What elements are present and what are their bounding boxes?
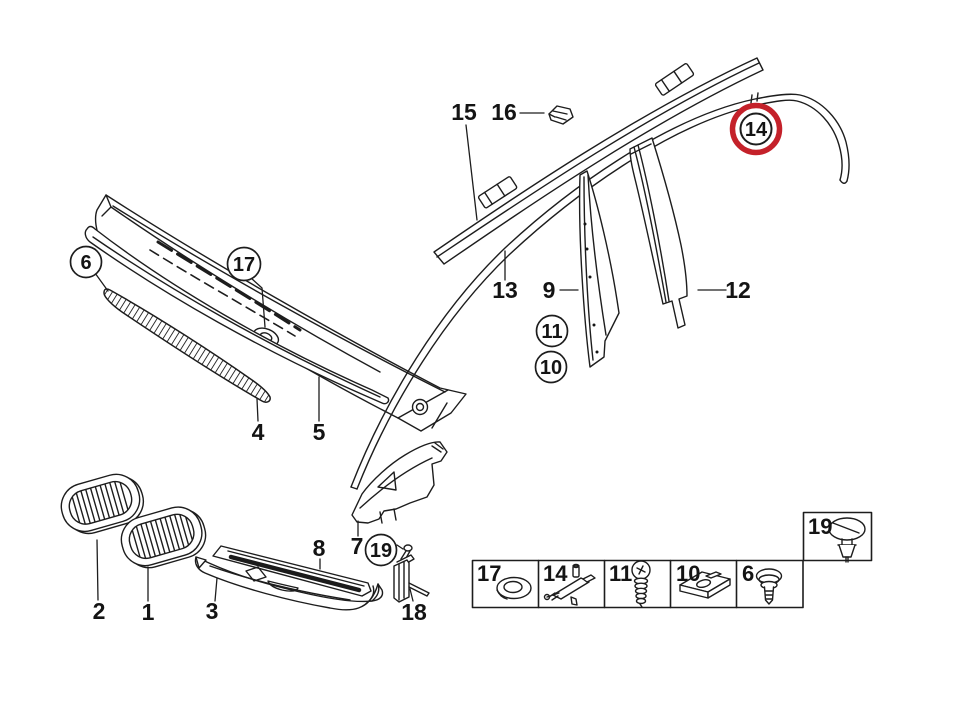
cowl-inner-edge-top <box>112 205 446 393</box>
callout-13[interactable]: 13 <box>492 277 518 303</box>
front-trim-strip-3 <box>194 556 384 611</box>
callout-18[interactable]: 18 <box>401 599 427 625</box>
strip-3-slot <box>267 580 299 592</box>
grille-slats <box>70 477 130 528</box>
leader-lines <box>94 112 727 602</box>
callout-8[interactable]: 8 <box>313 535 326 561</box>
corner-trim-hole <box>377 471 397 491</box>
pillar-trim-9 <box>578 170 620 368</box>
svg-text:19: 19 <box>370 540 392 562</box>
svg-text:6: 6 <box>80 252 91 274</box>
svg-text:14: 14 <box>745 119 768 141</box>
legend-number-6[interactable]: 6 <box>742 561 754 586</box>
large-push-rivet-icon <box>828 517 866 563</box>
circled-callout-17[interactable]: 17 <box>226 246 262 282</box>
callout-16[interactable]: 16 <box>491 99 517 125</box>
screw-with-spring-icon <box>631 560 651 608</box>
callout-7[interactable]: 7 <box>351 533 364 559</box>
legend-grid <box>537 559 738 609</box>
legend-number-11[interactable]: 11 <box>609 561 632 586</box>
roof-molding-strip <box>433 57 764 265</box>
circled-callout-19[interactable]: 19 <box>364 533 398 567</box>
legend-number-19[interactable]: 19 <box>808 514 832 539</box>
circled-callout-11[interactable]: 11 <box>535 314 569 348</box>
callout-15[interactable]: 15 <box>451 99 477 125</box>
svg-text:10: 10 <box>540 357 562 379</box>
windscreen-molding-arc <box>350 92 850 490</box>
wiper-arm-marks <box>156 240 302 332</box>
bracket-grommet-ring <box>411 398 429 416</box>
corner-trim-prongs <box>379 508 397 524</box>
callout-12[interactable]: 12 <box>725 277 751 303</box>
rubber-insert <box>228 554 362 593</box>
grommet-washer-icon <box>496 576 532 600</box>
cowl-seal-strip <box>84 225 390 405</box>
molding-clip-tab-2 <box>654 63 695 96</box>
legend-number-17[interactable]: 17 <box>477 561 501 586</box>
callout-5[interactable]: 5 <box>313 419 326 445</box>
hood-trim-strip-8 <box>212 545 372 597</box>
cowl-outline <box>94 194 467 432</box>
strip-3-end-lip <box>365 583 380 605</box>
expanding-rivet-clip-icon <box>543 563 596 606</box>
svg-text:17: 17 <box>233 254 255 276</box>
pillar-trim-12 <box>629 137 688 329</box>
molding-clip-tab-1 <box>477 176 518 209</box>
highlighted-callout-14[interactable]: 14 <box>729 102 783 156</box>
legend-number-10[interactable]: 10 <box>676 561 700 586</box>
cowl-end-bracket <box>397 389 449 429</box>
cowl-panel <box>94 194 467 432</box>
callout-3[interactable]: 3 <box>206 598 219 624</box>
cowl-air-grille <box>103 288 271 403</box>
clip-16-glyph <box>548 105 574 125</box>
strip-3-tab <box>245 566 267 582</box>
corner-trim-stub <box>431 442 444 453</box>
callout-1[interactable]: 1 <box>142 599 155 625</box>
molding-tip-top <box>839 179 848 184</box>
kidney-grille-right <box>120 506 207 569</box>
grille-slats <box>129 510 196 563</box>
callout-9[interactable]: 9 <box>543 277 556 303</box>
cowl-inner-fold <box>110 206 381 373</box>
wiper-arm-marks-2 <box>149 249 296 337</box>
kidney-grille-left <box>60 473 145 535</box>
circled-callout-10[interactable]: 10 <box>534 350 568 384</box>
molding-section-ticks <box>750 92 759 104</box>
rivet-holes <box>583 222 599 354</box>
bracket-rod <box>408 582 430 597</box>
circled-callout-6[interactable]: 6 <box>69 245 103 279</box>
corner-trim-7 <box>351 441 448 524</box>
callout-2[interactable]: 2 <box>93 598 106 624</box>
molding-tip-bottom <box>350 486 358 490</box>
strip-3-tip <box>195 556 207 569</box>
svg-text:11: 11 <box>541 321 562 343</box>
small-screw-head <box>403 544 413 552</box>
callout-4[interactable]: 4 <box>252 419 265 445</box>
legend-number-14[interactable]: 14 <box>543 561 568 586</box>
push-rivet-icon <box>755 568 783 605</box>
slide-on-nut-icon <box>679 571 731 599</box>
mount-bracket-18 <box>393 544 430 603</box>
highlight-ring <box>729 102 783 156</box>
bracket-grommet-hole <box>415 402 425 412</box>
